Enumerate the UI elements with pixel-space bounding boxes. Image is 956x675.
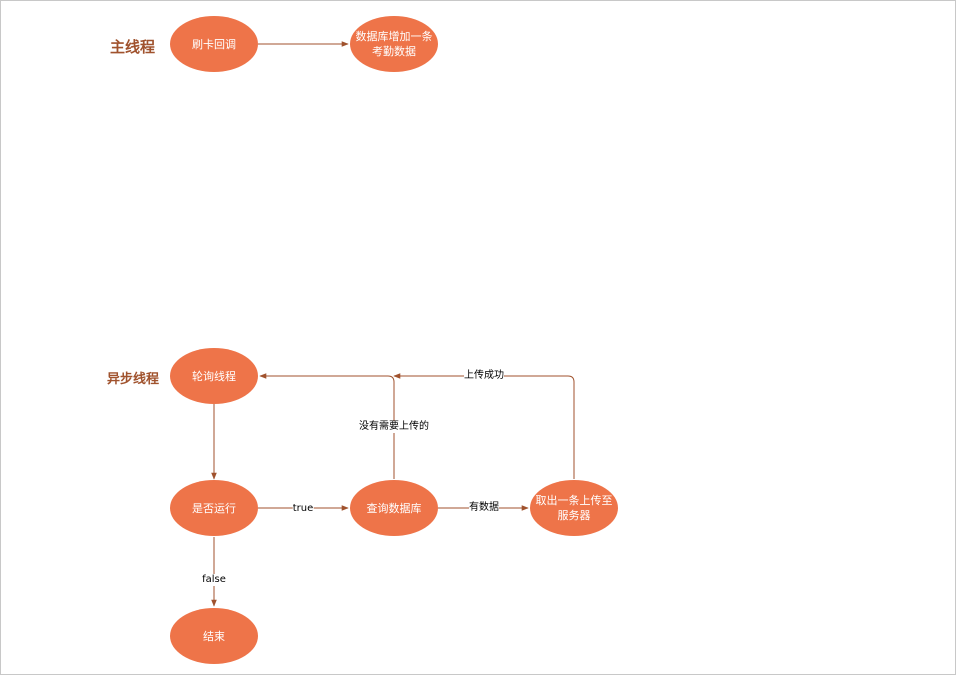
node-card-callback[interactable]: 刷卡回调	[170, 16, 258, 72]
edge-label-nothing-to-upload: 没有需要上传的	[359, 421, 429, 433]
node-query-db[interactable]: 查询数据库	[350, 480, 438, 536]
edge-query-to-polling	[259, 373, 395, 479]
section-title-main-thread: 主线程	[110, 38, 156, 56]
edge-label-true: true	[292, 503, 314, 515]
node-polling-thread[interactable]: 轮询线程	[170, 348, 258, 404]
node-is-running[interactable]: 是否运行	[170, 480, 258, 536]
edge-label-false: false	[202, 574, 226, 586]
section-title-async-thread: 异步线程	[107, 372, 160, 387]
edge-label-has-data: 有数据	[469, 502, 499, 514]
edge-label-upload-success: 上传成功	[464, 370, 504, 382]
edge-upload-to-polling	[393, 373, 575, 479]
node-fetch-upload[interactable]: 取出一条上传至服务器	[530, 480, 618, 536]
node-end[interactable]: 结束	[170, 608, 258, 664]
node-db-add-record[interactable]: 数据库增加一条考勤数据	[350, 16, 438, 72]
